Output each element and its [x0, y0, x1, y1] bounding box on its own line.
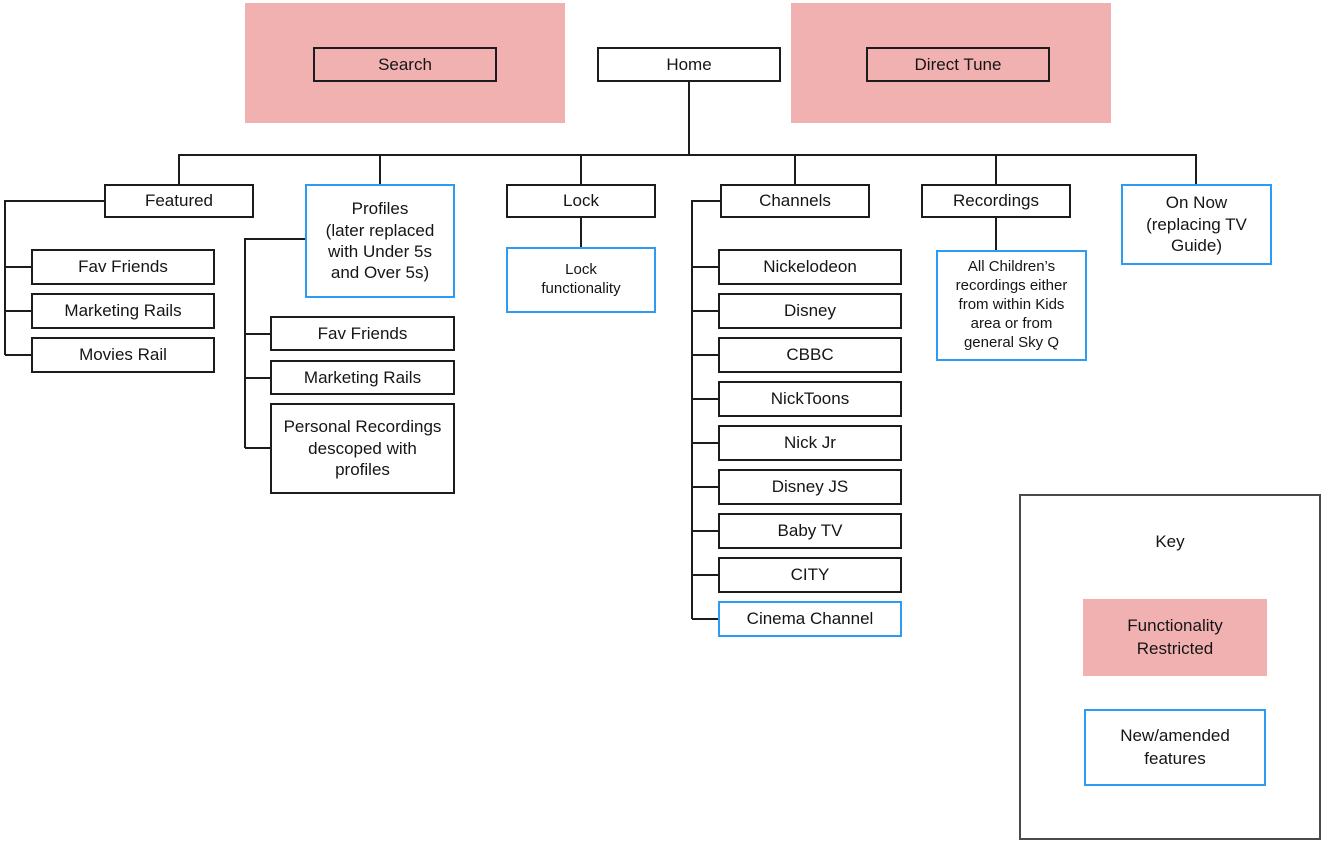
key-restricted-swatch: Functionality Restricted: [1083, 599, 1267, 676]
connector-channels-bracket: [691, 200, 720, 620]
node-profiles-fav-friends: Fav Friends: [270, 316, 455, 351]
node-featured-marketing-rails: Marketing Rails: [31, 293, 215, 329]
node-featured: Featured: [104, 184, 254, 218]
key-panel: Key Functionality Restricted New/amended…: [1019, 494, 1321, 840]
connector-home-bus: [178, 81, 1197, 185]
node-channel-nickelodeon: Nickelodeon: [718, 249, 902, 285]
node-channel-disney-js: Disney JS: [718, 469, 902, 505]
node-direct-tune: Direct Tune: [866, 47, 1050, 82]
node-channel-cbbc: CBBC: [718, 337, 902, 373]
node-channels: Channels: [720, 184, 870, 218]
node-all-childrens-recordings: All Children’s recordings either from wi…: [936, 250, 1087, 361]
node-lock-functionality: Lock functionality: [506, 247, 656, 313]
node-channel-cinema-channel: Cinema Channel: [718, 601, 902, 637]
node-lock: Lock: [506, 184, 656, 218]
restricted-zone-search: [245, 3, 565, 123]
node-featured-fav-friends: Fav Friends: [31, 249, 215, 285]
node-search: Search: [313, 47, 497, 82]
restricted-zone-direct-tune: [791, 3, 1111, 123]
key-title: Key: [1155, 532, 1185, 551]
connector-profiles-bracket: [244, 238, 305, 449]
node-channel-nick-jr: Nick Jr: [718, 425, 902, 461]
node-recordings: Recordings: [921, 184, 1071, 218]
node-channel-disney: Disney: [718, 293, 902, 329]
node-on-now: On Now (replacing TV Guide): [1121, 184, 1272, 265]
node-home: Home: [597, 47, 781, 82]
node-personal-recordings: Personal Recordings descoped with profil…: [270, 403, 455, 494]
node-profiles-marketing-rails: Marketing Rails: [270, 360, 455, 395]
node-featured-movies-rail: Movies Rail: [31, 337, 215, 373]
node-channel-city: CITY: [718, 557, 902, 593]
connector-featured-bracket: [4, 200, 104, 356]
node-channel-baby-tv: Baby TV: [718, 513, 902, 549]
node-channel-nicktoons: NickToons: [718, 381, 902, 417]
node-profiles: Profiles (later replaced with Under 5s a…: [305, 184, 455, 298]
key-new-features-swatch: New/amended features: [1084, 709, 1266, 786]
